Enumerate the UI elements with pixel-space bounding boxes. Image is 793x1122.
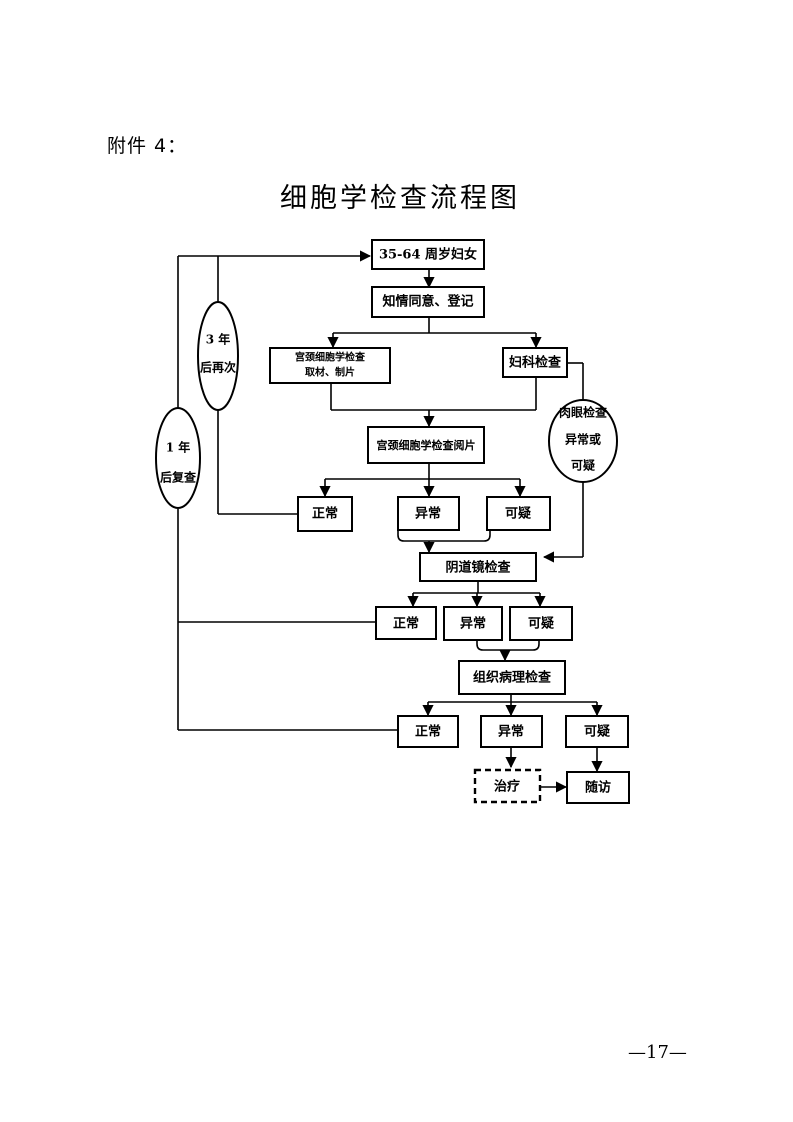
label-histo-abnormal: 异常 xyxy=(498,724,524,740)
oval-one-year xyxy=(155,407,201,509)
label-colpo-normal: 正常 xyxy=(393,616,419,632)
box-histo-suspicious xyxy=(565,715,629,748)
label-three-year-1: 3 年 xyxy=(206,332,231,347)
label-gyn-exam: 妇科检查 xyxy=(508,355,562,371)
oval-three-year xyxy=(197,301,239,411)
label-histo-normal: 正常 xyxy=(415,724,441,740)
box-cyto-suspicious xyxy=(486,496,551,531)
diagram-title: 细胞学检查流程图 xyxy=(280,183,520,214)
box-consent xyxy=(371,286,485,318)
box-histo xyxy=(458,660,566,695)
box-cyto-sampling xyxy=(269,347,391,384)
box-histo-normal xyxy=(397,715,459,748)
box-gyn-exam xyxy=(502,347,568,378)
box-colpo-suspicious xyxy=(509,606,573,641)
attachment-label: 附件 4： xyxy=(107,135,188,157)
box-follow-up xyxy=(566,771,630,804)
oval-visible-abnormal xyxy=(548,399,618,483)
label-histo: 组织病理检查 xyxy=(473,670,552,686)
label-treatment: 治疗 xyxy=(494,779,520,795)
label-visible-1: 肉眼检查 xyxy=(559,405,608,420)
box-colpo-normal xyxy=(375,606,437,640)
box-women xyxy=(371,239,485,270)
label-cyto-sampling-1: 宫颈细胞学检查 xyxy=(295,351,366,364)
label-cyto-normal: 正常 xyxy=(312,506,338,522)
label-colpo-suspicious: 可疑 xyxy=(528,616,554,632)
label-colposcopy: 阴道镜检查 xyxy=(445,560,511,576)
bracket-cyto-abnormal xyxy=(397,530,491,542)
box-cyto-abnormal xyxy=(397,496,460,531)
label-consent: 知情同意、登记 xyxy=(382,294,473,310)
bracket-colpo-abnormal xyxy=(476,640,540,651)
label-visible-3: 可疑 xyxy=(571,458,595,473)
label-follow-up: 随访 xyxy=(585,780,611,796)
label-one-year-2: 后复查 xyxy=(160,470,197,485)
label-three-year-2: 后再次 xyxy=(200,360,236,375)
label-cyto-suspicious: 可疑 xyxy=(505,506,531,522)
box-colpo-abnormal xyxy=(443,606,503,641)
label-cyto-reading: 宫颈细胞学检查阅片 xyxy=(377,438,476,452)
box-histo-abnormal xyxy=(480,715,543,748)
label-one-year-1: 1 年 xyxy=(166,440,191,455)
page-number: —17— xyxy=(628,1042,687,1063)
box-colposcopy xyxy=(419,552,537,582)
label-histo-suspicious: 可疑 xyxy=(584,724,610,740)
label-women: 35-64 周岁妇女 xyxy=(379,247,477,263)
box-cyto-reading xyxy=(367,426,485,464)
label-cyto-sampling-2: 取材、制片 xyxy=(305,366,355,379)
box-treatment xyxy=(473,768,542,804)
label-cyto-abnormal: 异常 xyxy=(415,506,441,522)
label-visible-2: 异常或 xyxy=(565,432,601,447)
label-colpo-abnormal: 异常 xyxy=(460,616,486,632)
box-cyto-normal xyxy=(297,496,353,532)
